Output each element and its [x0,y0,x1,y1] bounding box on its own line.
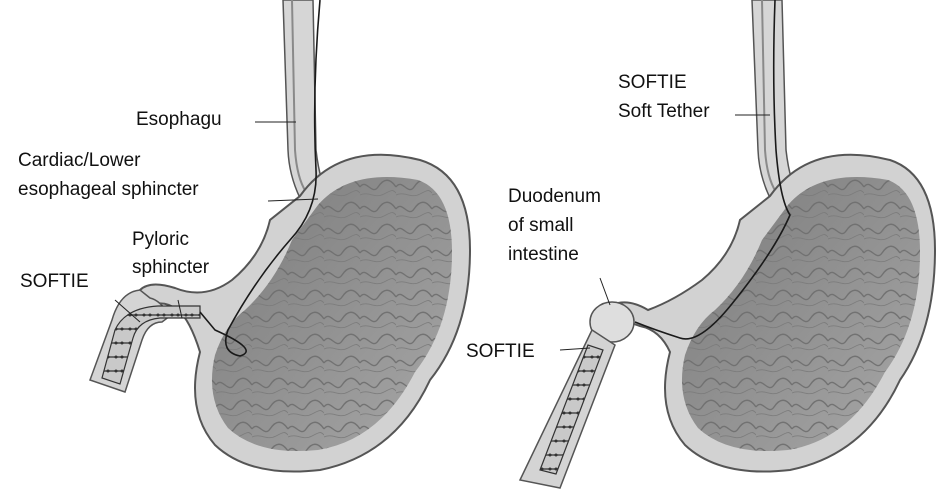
label-pyloric-line2: sphincter [132,256,209,280]
label-cardiac-line2: esophageal sphincter [18,178,199,202]
label-soft-tether: Soft Tether [618,100,710,124]
label-duodenum-line3: intestine [508,243,579,267]
label-cardiac-line1: Cardiac/Lower [18,149,141,173]
label-duodenum-line1: Duodenum [508,185,601,209]
label-softie-right: SOFTIE [466,340,535,364]
label-esophagus: Esophagu [136,108,222,132]
left-esophagus [283,0,330,198]
right-esophagus [752,0,800,198]
label-softie-title: SOFTIE [618,71,687,95]
label-softie-left: SOFTIE [20,270,89,294]
label-duodenum-line2: of small [508,214,573,238]
right-stomach [520,0,935,488]
label-pyloric-line1: Pyloric [132,228,189,252]
